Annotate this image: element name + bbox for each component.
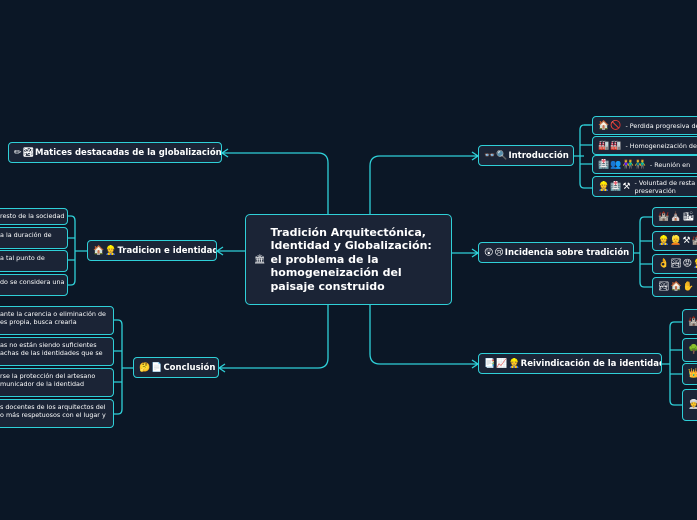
central-topic-title: Tradición Arquitectónica, Identidad y Gl… [270,225,432,293]
tools-icon: ⚒ [682,236,690,246]
castle-icon: 🏰 [688,317,697,327]
people-icon: 👥 [610,159,621,170]
incidencia-item-3[interactable]: 👌🏞😡👷 [652,254,697,274]
person-icon: 👷 [658,236,669,246]
branch-incidencia-label: Incidencia sobre tradición [504,247,630,258]
hand-icon: ✋ [682,282,694,292]
tradicion-item-2[interactable]: a la duración de [0,227,68,249]
pencil-icon: ✏ [14,147,21,158]
incidencia-item-2[interactable]: 👷👱⚒🏰 [652,231,697,251]
branch-introduccion[interactable]: 👓 🔍 Introducción [478,145,574,166]
face-icon: 😡 [682,259,692,269]
people-icon: 👫 [622,159,633,170]
people-icon: 👬 [634,159,646,170]
house-icon: 🏠 [670,282,681,292]
cityscape-icon: 🏙 [682,212,693,222]
incidencia-item-4[interactable]: 🏞🏠✋ [652,277,697,297]
branch-introduccion-label: Introducción [508,150,569,161]
classical-building-icon: 🏛 [254,254,265,265]
conclusion-item-4[interactable]: s docentes de los arquitectos del o más … [0,399,114,428]
conclusion-item-1[interactable]: ante la carencia o eliminación de es pro… [0,306,114,335]
central-topic[interactable]: 🏛 Tradición Arquitectónica, Identidad y … [245,214,452,305]
reivindicacion-item-2[interactable]: 🌳 [682,338,697,362]
tree-icon: 🌳 [688,345,697,355]
incidencia-item-1[interactable]: 🏰⛪🏙 [652,207,697,227]
person-icon: 👳 [688,400,697,410]
documents-icon: 📑 [484,358,495,369]
branch-tradicion[interactable]: 🏠 👷 Tradicion e identidad [87,240,217,261]
document-icon: 📄 [151,362,162,373]
conclusion-item-2[interactable]: as no están siendo suficientes achas de … [0,337,114,366]
magnifier-icon: 🔍 [496,150,507,161]
crown-icon: 👑 [688,369,697,379]
tradicion-item-4[interactable]: do se considera una [0,274,68,296]
reivindicacion-item-1[interactable]: 🏰 [682,309,697,335]
introduccion-item-1[interactable]: 🏠🚫 - Perdida progresiva de [592,116,697,135]
house-icon: 🏠 [598,120,609,131]
hospital-icon: 🏥 [598,159,609,170]
tools-icon: ⚒ [622,181,630,192]
branch-incidencia[interactable]: 😲 😢 Incidencia sobre tradición [478,242,634,263]
church-icon: ⛪ [670,212,681,222]
person-icon: 👷 [598,181,609,192]
person-icon: 👷 [105,245,116,256]
branch-reivindicacion[interactable]: 📑 📈 👷 Reivindicación de la identidad [478,353,662,374]
branch-conclusion-label: Conclusión [163,362,216,373]
hand-icon: 👌 [658,259,669,269]
astonished-face-icon: 😲 [484,247,493,258]
glasses-icon: 👓 [484,150,495,161]
castle-icon: 🏰 [658,212,669,222]
introduccion-item-2[interactable]: 🏭🏭 - Homogeneización de l [592,136,697,155]
buildings-icon: 🏭 [610,140,621,151]
no-entry-icon: 🚫 [610,120,621,131]
castle-icon: 🏰 [692,236,697,246]
tradicion-item-1[interactable]: resto de la sociedad [0,208,68,225]
conclusion-item-3[interactable]: rse la protección del artesano municador… [0,368,114,397]
introduccion-item-4[interactable]: 👷🏥⚒ - Voluntad de resta preservación [592,176,697,197]
buildings-icon: 🏭 [598,140,609,151]
hospital-icon: 🏥 [610,181,621,192]
person-icon: 👱 [670,236,681,246]
crying-face-icon: 😢 [494,247,503,258]
thinking-face-icon: 🤔 [139,362,150,373]
picture-icon: 🏞 [22,147,34,158]
person-icon: 👷 [508,358,519,369]
branch-tradicion-label: Tradicion e identidad [117,245,217,256]
house-icon: 🏠 [93,245,104,256]
reivindicacion-item-4[interactable]: 👳 [682,389,697,421]
branch-matices[interactable]: ✏ 🏞 Matices destacadas de la globalizaci… [8,142,222,163]
chart-icon: 📈 [496,358,507,369]
tradicion-item-3[interactable]: a tal punto de [0,250,68,272]
introduccion-item-3[interactable]: 🏥👥👫👬 - Reunión en [592,155,697,174]
person-icon: 👷 [693,259,697,269]
branch-matices-label: Matices destacadas de la globalización [34,147,222,158]
reivindicacion-item-3[interactable]: 👑 [682,363,697,385]
picture-icon: 🏞 [670,259,681,269]
branch-conclusion[interactable]: 🤔 📄 Conclusión [133,357,219,378]
picture-icon: 🏞 [658,282,669,292]
branch-reivindicacion-label: Reivindicación de la identidad [520,358,662,369]
